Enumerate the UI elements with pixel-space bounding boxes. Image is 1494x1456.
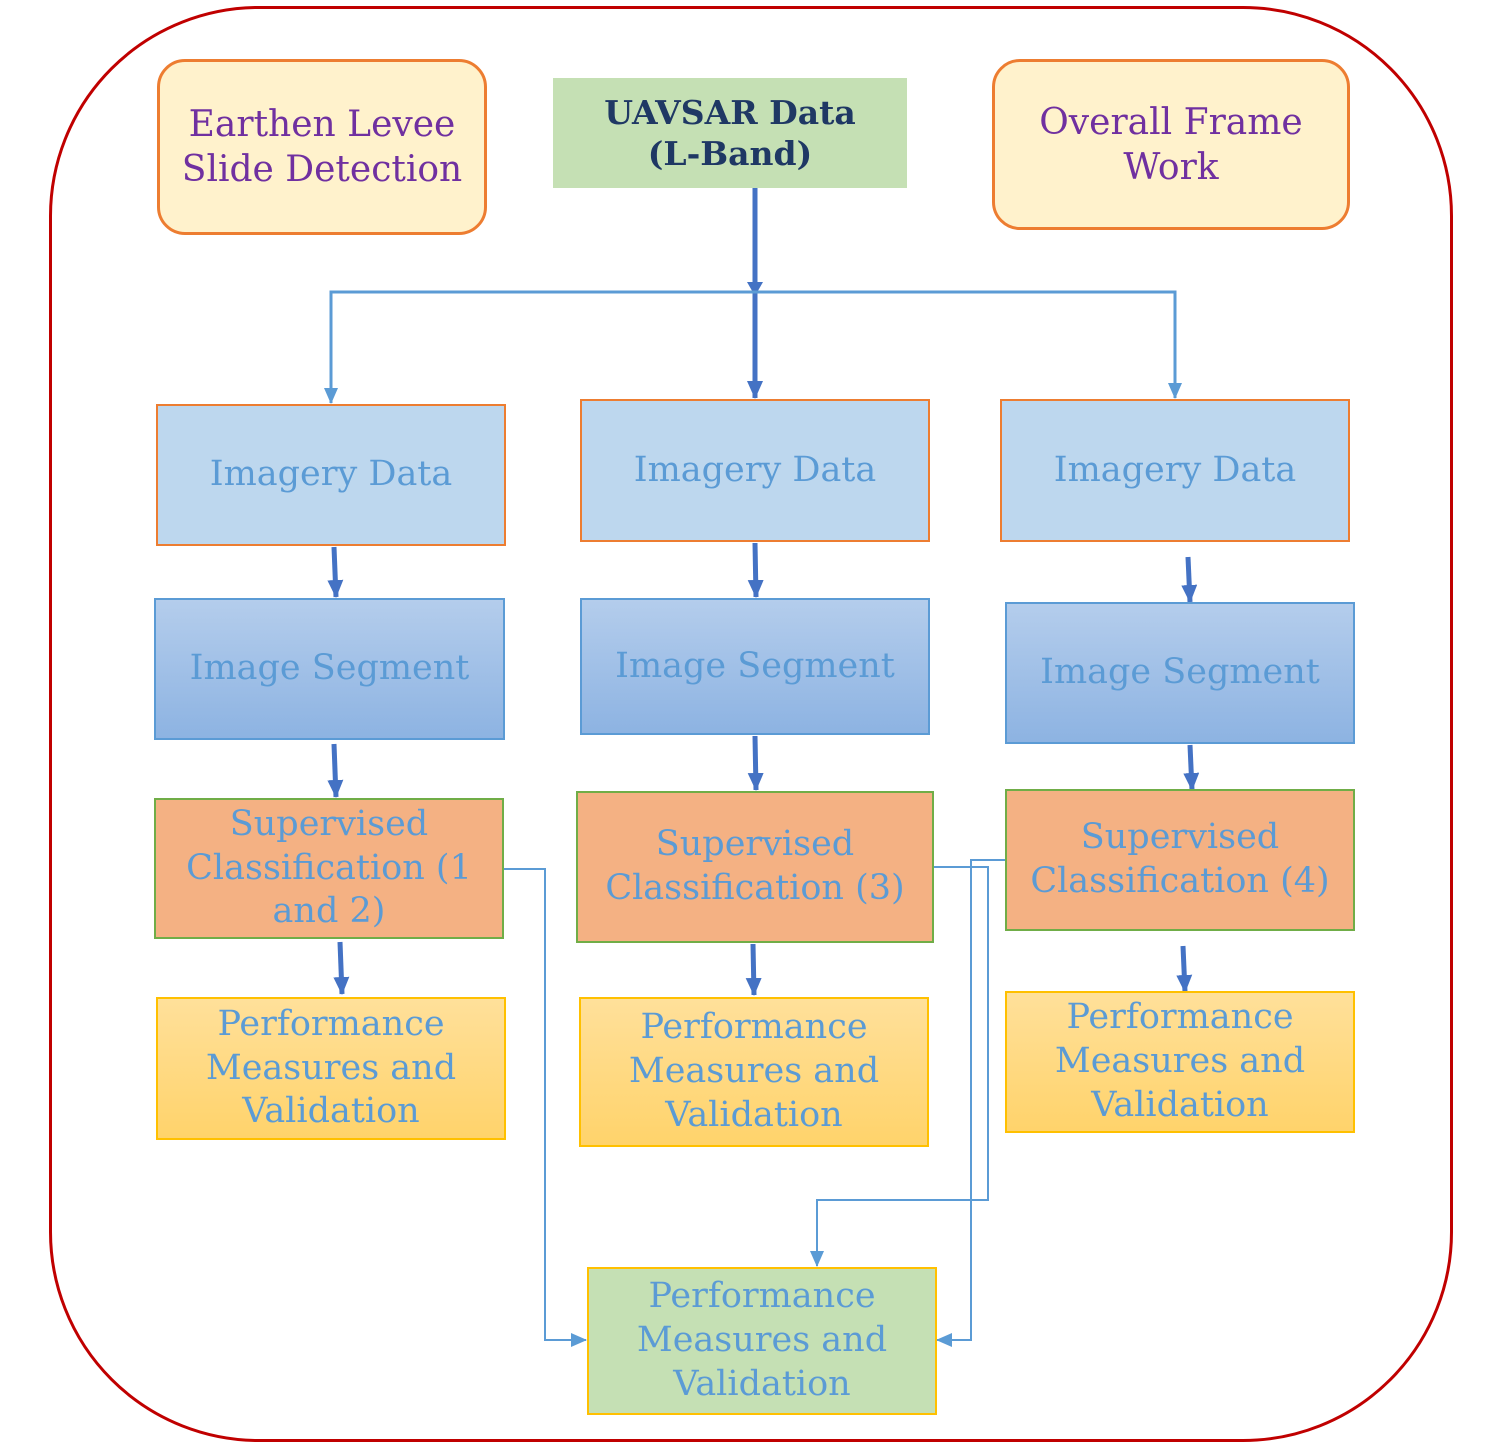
col3-imagery-label: Imagery Data (1053, 449, 1297, 490)
source-trunk-mid-arrow (747, 282, 763, 296)
col2-arrow-3 (745, 943, 762, 996)
col3-performance-box: Performance Measures and Validation (1005, 991, 1355, 1133)
col3-imagery-box: Imagery Data (1000, 399, 1350, 542)
col1-performance-label: Performance Measures and Validation (205, 1003, 457, 1132)
col1-performance-box: Performance Measures and Validation (156, 997, 506, 1140)
col2-classification-label: Supervised Classification (3) (605, 824, 905, 908)
col2-imagery-label: Imagery Data (633, 449, 877, 490)
col2-segment-label: Image Segment (615, 645, 895, 686)
col3-classification-box: Supervised Classification (4) (1005, 789, 1355, 931)
col2-classification-box: Supervised Classification (3) (576, 791, 934, 943)
col3-segment-box: Image Segment (1005, 602, 1355, 744)
col2-performance-label: Performance Measures and Validation (628, 1007, 880, 1135)
cls4-to-final-connector (936, 859, 1005, 1347)
note-left-label: Earthen Levee Slide Detection (181, 104, 463, 190)
col1-classification-label: Supervised Classification (1 and 2) (186, 803, 472, 932)
col1-classification-box: Supervised Classification (1 and 2) (154, 798, 504, 939)
col1-imagery-box: Imagery Data (156, 404, 506, 546)
col3-arrow-3 (1176, 945, 1193, 993)
cls1-to-final-connector (503, 868, 587, 1347)
col3-arrow-2 (1183, 744, 1200, 791)
col3-performance-label: Performance Measures and Validation (1054, 997, 1306, 1125)
cls3-to-final-connector (810, 866, 989, 1267)
col1-arrow-3 (333, 941, 350, 995)
col3-segment-label: Image Segment (1040, 652, 1320, 693)
branch-left-connector (324, 290, 755, 404)
source-label: UAVSAR Data (L-Band) (604, 92, 856, 173)
col2-performance-box: Performance Measures and Validation (579, 997, 929, 1147)
col2-imagery-box: Imagery Data (580, 399, 930, 542)
note-right-label: Overall Frame Work (1039, 101, 1303, 188)
col2-arrow-2 (747, 735, 764, 791)
branch-right-connector (755, 290, 1182, 399)
col1-segment-label: Image Segment (189, 648, 470, 689)
col1-arrow-1 (327, 546, 344, 598)
col3-classification-label: Supervised Classification (4) (1030, 817, 1330, 901)
col1-segment-box: Image Segment (154, 598, 505, 740)
final-performance-label: Performance Measures and Validation (636, 1276, 888, 1404)
col1-arrow-2 (327, 743, 344, 798)
note-right: Overall Frame Work (992, 59, 1350, 230)
source-box: UAVSAR Data (L-Band) (553, 78, 907, 188)
outer-frame (49, 6, 1453, 1442)
col1-imagery-label: Imagery Data (209, 454, 453, 495)
final-performance-box: Performance Measures and Validation (587, 1267, 937, 1415)
col2-arrow-1 (747, 542, 764, 598)
col3-arrow-1 (1181, 556, 1198, 603)
col2-segment-box: Image Segment (580, 598, 930, 735)
note-left: Earthen Levee Slide Detection (157, 59, 487, 235)
